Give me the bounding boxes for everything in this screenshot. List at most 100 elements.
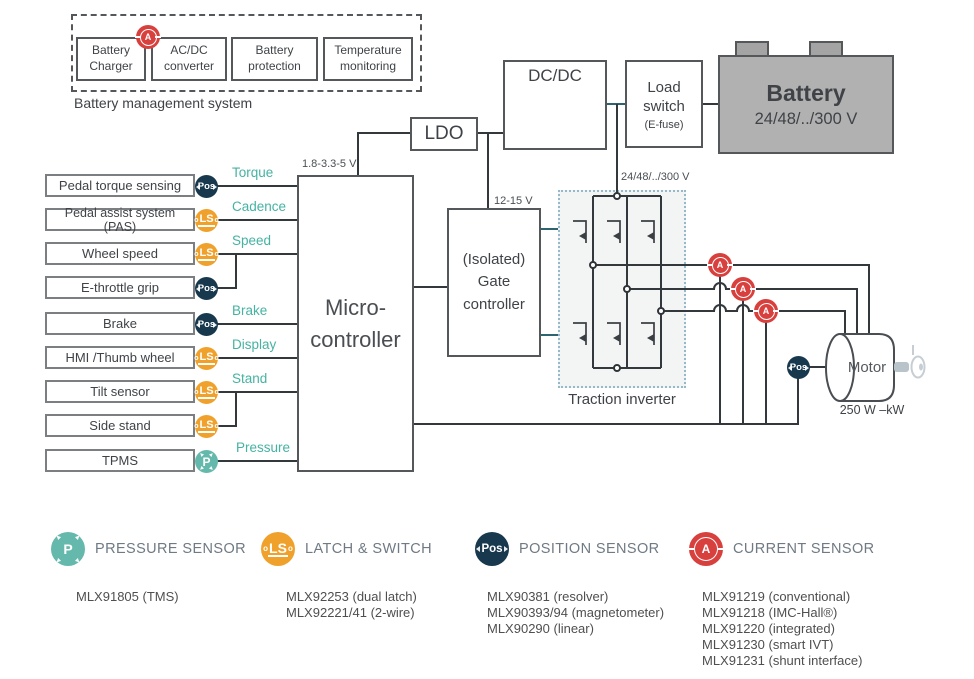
bms-dashed-box (71, 14, 422, 92)
gate-controller-label: Gate (477, 273, 511, 291)
current-sensor-legend-icon: A (688, 532, 724, 566)
current-sensor-badge: A (135, 25, 161, 49)
microcontroller-block: Micro- controller (297, 175, 414, 472)
signal-label-cadence: Cadence (232, 199, 287, 214)
part-number: MLX91218 (IMC-Hall®) (702, 605, 838, 620)
sensor-box-side-stand: Side stand (45, 414, 195, 437)
battery-voltage: 24/48/../300 V (754, 110, 858, 128)
bms-box-label: converter (163, 59, 215, 73)
mcu-rail-label: 1.8-3.3-5 V (302, 158, 357, 170)
sensor-wires (207, 185, 297, 462)
motor-label: Motor (847, 359, 887, 376)
part-number: MLX91231 (shunt interface) (702, 653, 863, 668)
sensor-box-tpms: TPMS (45, 449, 195, 472)
signal-label-pressure: Pressure (236, 440, 291, 455)
load-switch-block: Load switch (E-fuse) (625, 60, 703, 148)
bms-box-label: Battery (255, 43, 294, 58)
battery-title: Battery (766, 80, 846, 106)
legend-title-current: CURRENT SENSOR (733, 541, 875, 557)
sensor-box-hmi: HMI /Thumb wheel (45, 346, 195, 369)
bms-box-label: AC/DC (170, 43, 208, 58)
signal-label-stand: Stand (232, 371, 268, 386)
motor-power-label: 250 W –kW (839, 403, 905, 417)
sensor-box-ethrottle: E-throttle grip (45, 276, 195, 299)
current-sensor-icon: A (139, 28, 157, 46)
gate-controller-label: (Isolated) (462, 250, 526, 268)
legend-title-pressure: PRESSURE SENSOR (95, 541, 247, 557)
bms-box-battery-charger: Battery Charger (76, 37, 146, 81)
motor-shaft (894, 362, 909, 372)
part-number: MLX91219 (conventional) (702, 589, 851, 604)
part-number: MLX90393/94 (magnetometer) (487, 605, 665, 620)
sensor-box-wheel-speed: Wheel speed (45, 242, 195, 265)
load-switch-label: Load (647, 78, 681, 96)
bms-box-label: Charger (89, 59, 133, 73)
gate-rail-label: 12-15 V (494, 195, 533, 207)
bms-box-battery-protection: Battery protection (231, 37, 318, 81)
power-wires (357, 103, 718, 336)
sensor-box-tilt: Tilt sensor (45, 380, 195, 403)
motor-graphic (825, 333, 926, 402)
load-switch-label: switch (643, 98, 685, 115)
battery-block: Battery 24/48/../300 V (718, 55, 894, 154)
junction-nodes (589, 192, 665, 372)
mcu-label: controller (310, 326, 401, 352)
sensor-box-pas: Pedal assist system (PAS) (45, 206, 195, 234)
traction-inverter-caption: Traction inverter (568, 391, 676, 408)
part-number: MLX91220 (integrated) (702, 621, 835, 636)
gate-controller-block: (Isolated) Gate controller (447, 208, 541, 357)
pressure-sensor-badge: P▲▲▲▲ (195, 450, 218, 473)
part-number: MLX91230 (smart IVT) (702, 637, 834, 652)
bms-box-label: Battery (91, 43, 130, 58)
legend-items-position: MLX90381 (resolver) MLX90393/94 (magneto… (487, 589, 664, 637)
part-number: MLX90290 (linear) (487, 621, 594, 636)
bms-box-acdc-converter: AC/DC converter (151, 37, 227, 81)
bms-box-label: protection (248, 59, 301, 73)
part-number: MLX90381 (resolver) (487, 589, 609, 604)
gate-controller-label: controller (463, 295, 525, 313)
current-sensor-badge: A (707, 253, 733, 277)
ldo-label: LDO (424, 123, 464, 144)
signal-label-torque: Torque (232, 165, 274, 180)
sensor-box-pedal-torque: Pedal torque sensing (45, 174, 195, 197)
legend-title-latch: LATCH & SWITCH (305, 541, 432, 557)
ldo-block: LDO (410, 117, 478, 151)
legend-items-latch: MLX92253 (dual latch) MLX92221/41 (2-wir… (286, 589, 417, 621)
efuse-label: (E-fuse) (644, 118, 684, 131)
signal-label-brake: Brake (232, 303, 268, 318)
current-sensor-badge: A (753, 299, 779, 323)
part-number: MLX91805 (TMS) (76, 589, 179, 604)
dcdc-block: DC/DC (503, 60, 607, 150)
current-sensor-badge: A (730, 277, 756, 301)
inverter-rail-label: 24/48/../300 V (621, 171, 690, 183)
battery-terminal (809, 41, 843, 57)
bms-caption: Battery management system (74, 95, 253, 111)
part-number: MLX92221/41 (2-wire) (286, 605, 415, 620)
signal-label-speed: Speed (232, 233, 272, 248)
position-sensor-badge: Pos (195, 175, 218, 198)
position-sensor-legend-icon: Pos (475, 532, 509, 566)
phase-and-sense-wires (414, 264, 870, 425)
bms-box-label: monitoring (339, 59, 397, 73)
position-sensor-badge: Pos (787, 356, 810, 379)
inverter-circuit (573, 195, 662, 369)
legend-items-current: MLX91219 (conventional) MLX91218 (IMC-Ha… (702, 589, 862, 669)
sensor-box-brake: Brake (45, 312, 195, 335)
part-number: MLX92253 (dual latch) (286, 589, 417, 604)
position-sensor-badge: Pos (195, 277, 218, 300)
bms-box-label: Temperature (334, 43, 402, 58)
bms-box-temperature-monitoring: Temperature monitoring (323, 37, 413, 81)
pressure-sensor-legend-icon: P▲▲▲▲ (51, 532, 85, 566)
legend-items-pressure: MLX91805 (TMS) (76, 589, 179, 605)
dcdc-label: DC/DC (528, 66, 582, 85)
battery-terminal (735, 41, 769, 57)
legend-title-position: POSITION SENSOR (519, 541, 660, 557)
signal-label-display: Display (232, 337, 277, 352)
